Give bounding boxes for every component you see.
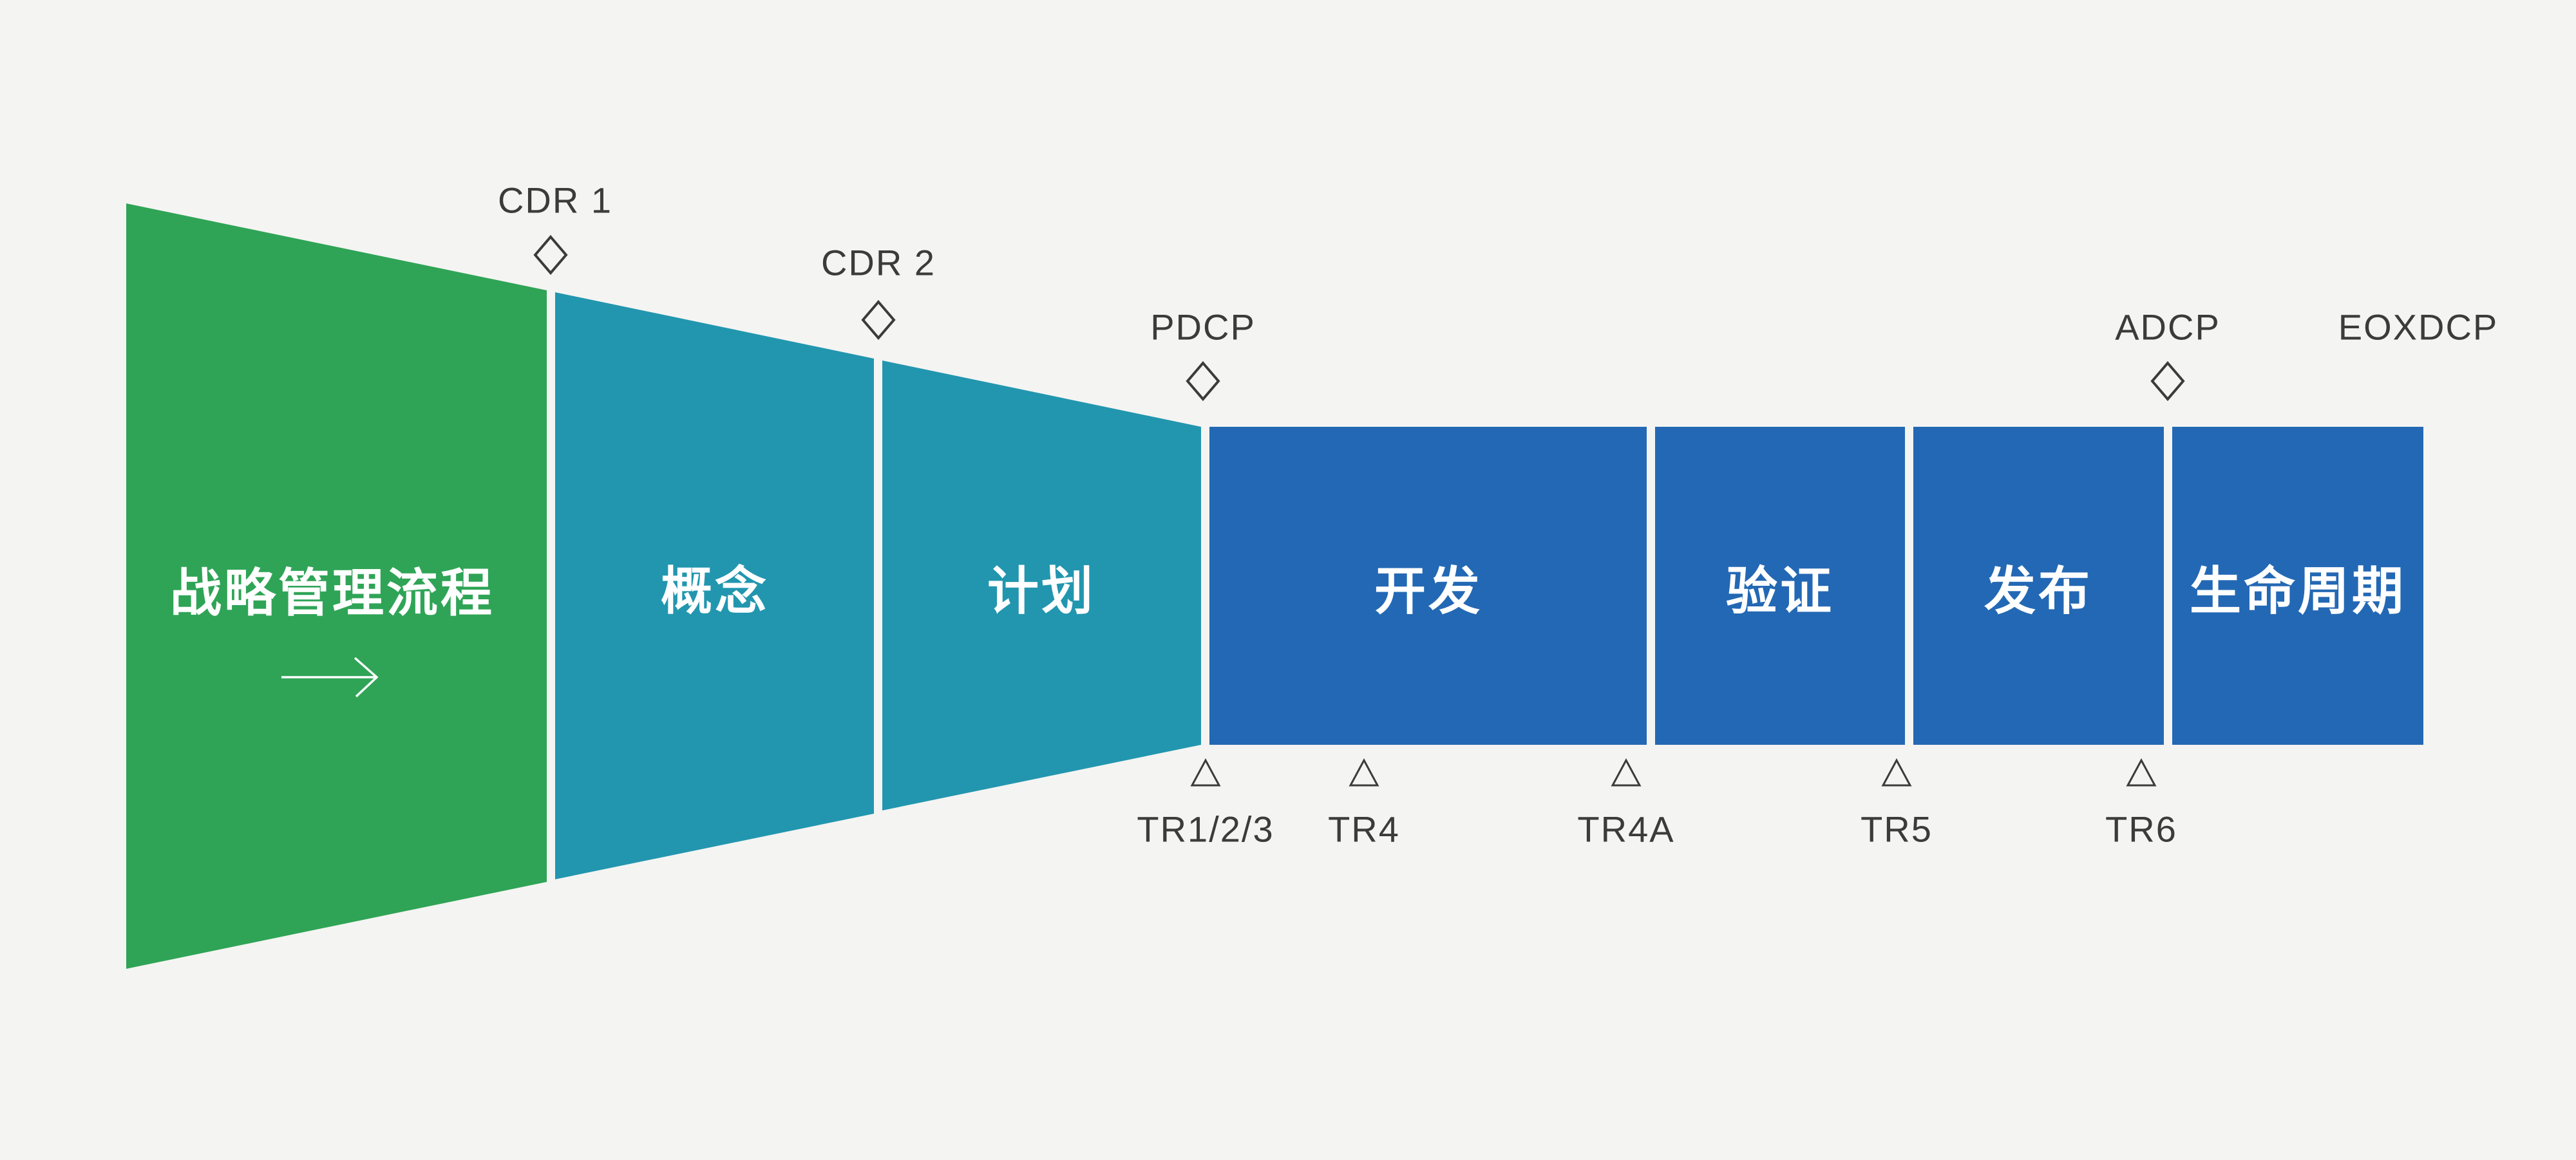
triangle-icon <box>2126 758 2157 787</box>
stage-shape-strategy <box>126 203 547 969</box>
review-label-tr4a: TR4A <box>1577 809 1675 850</box>
diamond-icon <box>2150 360 2185 402</box>
stage-label-strategy: 战略管理流程 <box>170 565 495 622</box>
diamond-icon <box>533 234 568 276</box>
triangle-icon <box>1349 758 1379 787</box>
stage-label-lifecycle: 生命周期 <box>2190 563 2406 620</box>
review-label-tr6: TR6 <box>2105 809 2177 850</box>
review-label-tr5: TR5 <box>1861 809 1933 850</box>
stage-label-verify: 验证 <box>1726 563 1834 620</box>
stage-shape-verify <box>1655 427 1905 745</box>
stage-label-concept: 概念 <box>661 563 769 620</box>
stage-label-develop: 开发 <box>1374 563 1482 620</box>
stage-shape-develop <box>1209 427 1647 745</box>
triangle-icon <box>1611 758 1642 787</box>
stage-shape-concept <box>555 292 874 879</box>
stage-shape-lifecycle <box>2172 427 2423 745</box>
milestone-label-cdr1: CDR 1 <box>497 180 613 221</box>
stage-label-plan: 计划 <box>987 563 1095 620</box>
review-label-tr123: TR1/2/3 <box>1137 809 1274 850</box>
stage-label-release: 发布 <box>1984 563 2092 620</box>
milestone-label-pdcp: PDCP <box>1150 306 1256 348</box>
arrow-right-icon <box>281 657 379 698</box>
milestone-label-cdr2: CDR 2 <box>820 242 936 283</box>
diamond-icon <box>861 299 896 341</box>
milestone-label-adcp: ADCP <box>2115 306 2221 348</box>
triangle-icon <box>1190 758 1221 787</box>
stage-shape-plan <box>882 360 1201 810</box>
milestone-label-eoxdcp: EOXDCP <box>2338 306 2499 348</box>
review-label-tr4: TR4 <box>1328 809 1400 850</box>
stage-shape-release <box>1913 427 2164 745</box>
diamond-icon <box>1186 360 1220 402</box>
triangle-icon <box>1881 758 1912 787</box>
